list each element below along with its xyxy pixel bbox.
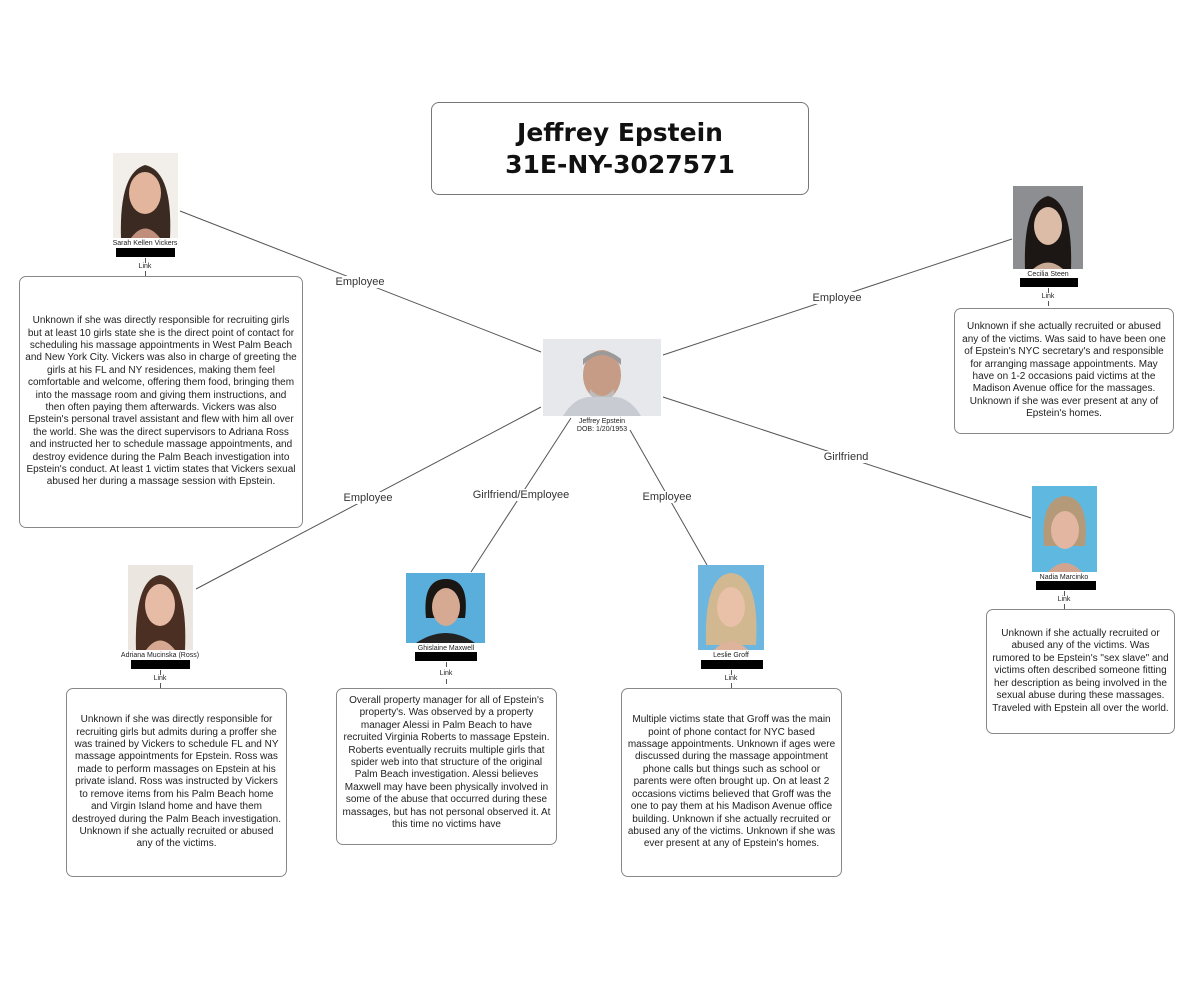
steen-link-tick bbox=[1048, 288, 1049, 293]
steen-photo bbox=[1013, 186, 1083, 269]
vickers-link-tick-lower bbox=[145, 271, 146, 276]
relation-label-steen: Employee bbox=[810, 292, 864, 304]
steen-description: Unknown if she actually recruited or abu… bbox=[954, 308, 1174, 434]
groff-link[interactable]: Link bbox=[724, 675, 738, 682]
maxwell-name: Ghislaine Maxwell bbox=[417, 645, 475, 652]
vickers-link-tick bbox=[145, 258, 146, 263]
marcinko-description: Unknown if she actually recruited or abu… bbox=[986, 609, 1175, 734]
steen-redaction bbox=[1020, 278, 1078, 287]
relation-label-marcinko: Girlfriend bbox=[821, 451, 871, 463]
epstein-photo bbox=[543, 339, 661, 416]
relation-label-vickers: Employee bbox=[333, 276, 387, 288]
steen-name: Cecilia Steen bbox=[1027, 271, 1069, 278]
relation-label-ross: Employee bbox=[341, 492, 395, 504]
marcinko-link-tick bbox=[1064, 591, 1065, 596]
ross-name: Adriana Mucinska (Ross) bbox=[120, 652, 200, 659]
maxwell-link-tick bbox=[446, 662, 447, 667]
groff-name: Leslie Groff bbox=[713, 652, 749, 659]
maxwell-photo bbox=[406, 573, 485, 643]
groff-link-tick bbox=[731, 670, 732, 675]
vickers-photo bbox=[113, 153, 178, 238]
vickers-redaction bbox=[116, 248, 175, 257]
ross-redaction bbox=[131, 660, 190, 669]
ross-link[interactable]: Link bbox=[153, 675, 167, 682]
epstein-dob: DOB: 1/20/1953 bbox=[576, 426, 628, 433]
groff-redaction bbox=[701, 660, 763, 669]
relation-label-groff: Employee bbox=[640, 491, 694, 503]
ross-link-tick-lower bbox=[160, 683, 161, 688]
vickers-link[interactable]: Link bbox=[138, 263, 152, 270]
marcinko-link-tick-lower bbox=[1064, 604, 1065, 609]
steen-link[interactable]: Link bbox=[1041, 293, 1055, 300]
groff-description: Multiple victims state that Groff was th… bbox=[621, 688, 842, 877]
case-number: 31E-NY-3027571 bbox=[505, 149, 735, 179]
epstein-name: Jeffrey Epstein bbox=[578, 418, 626, 425]
steen-link-tick-lower bbox=[1048, 301, 1049, 306]
maxwell-description: Overall property manager for all of Epst… bbox=[336, 688, 557, 845]
groff-link-tick-lower bbox=[731, 683, 732, 688]
ross-link-tick bbox=[160, 670, 161, 675]
maxwell-link[interactable]: Link bbox=[439, 670, 453, 677]
groff-photo bbox=[698, 565, 764, 650]
vickers-name: Sarah Kellen Vickers bbox=[112, 240, 178, 247]
marcinko-redaction bbox=[1036, 581, 1096, 590]
relation-label-maxwell: Girlfriend/Employee bbox=[470, 489, 572, 501]
ross-description: Unknown if she was directly responsible … bbox=[66, 688, 287, 877]
marcinko-link[interactable]: Link bbox=[1057, 596, 1071, 603]
maxwell-redaction bbox=[415, 652, 477, 661]
title-name: Jeffrey Epstein bbox=[517, 117, 723, 147]
maxwell-link-tick-lower bbox=[446, 679, 447, 684]
marcinko-photo bbox=[1032, 486, 1097, 572]
ross-photo bbox=[128, 565, 193, 650]
vickers-description: Unknown if she was directly responsible … bbox=[19, 276, 303, 528]
title-box: Jeffrey Epstein 31E-NY-3027571 bbox=[431, 102, 809, 195]
marcinko-name: Nadia Marcinko bbox=[1039, 574, 1089, 581]
